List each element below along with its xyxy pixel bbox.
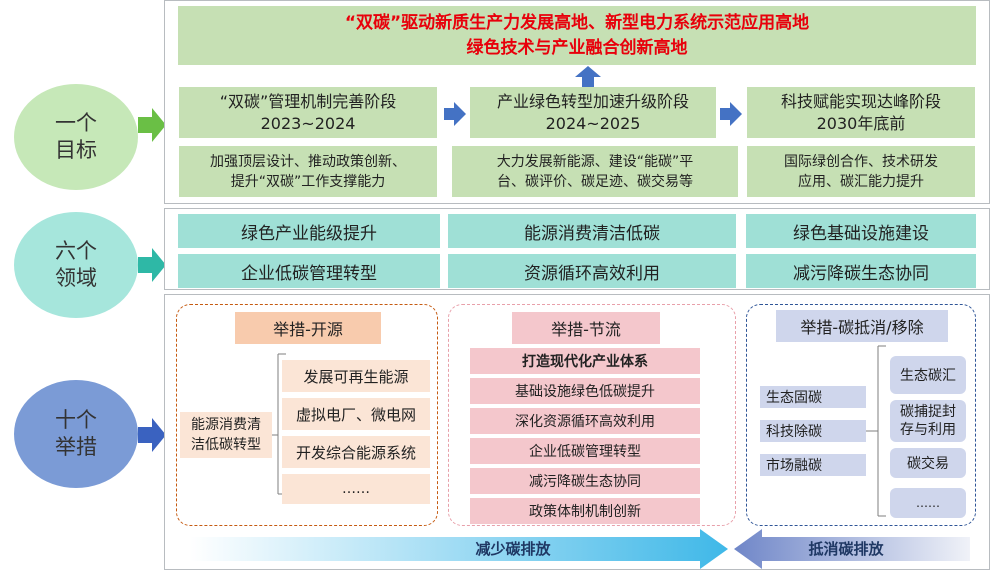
- domain-circle-line2: 领域: [55, 266, 97, 290]
- reduce-arrow: [190, 529, 728, 569]
- measure-circle-line2: 举措: [55, 435, 97, 459]
- domain-item-6: 减污降碳生态协同: [746, 254, 976, 288]
- stage-3-name: 科技赋能实现达峰阶段: [780, 91, 941, 111]
- open-item-1: 发展可再生能源: [282, 360, 430, 392]
- stage-3-desc-line2: 应用、碳汇能力提升: [798, 173, 924, 190]
- goal-arrow: [138, 108, 166, 142]
- measure-arrow: [138, 418, 166, 452]
- save-item-1: 打造现代化产业体系: [470, 348, 700, 374]
- stage-2-period: 2024~2025: [545, 113, 641, 133]
- save-item-6: 政策体制机制创新: [470, 498, 700, 524]
- stage-1-desc-line1: 加强顶层设计、推动政策创新、: [210, 153, 406, 170]
- offset-right-1-text: 生态碳汇: [900, 368, 956, 384]
- open-root-line2: 洁低碳转型: [191, 437, 261, 453]
- open-root-line1: 能源消费清: [191, 417, 261, 433]
- domain-circle: 六个 领域: [14, 212, 138, 318]
- save-item-2: 基础设施绿色低碳提升: [470, 378, 700, 404]
- offset-right-1: 生态碳汇: [890, 356, 966, 394]
- stage-3-desc-line1: 国际绿创合作、技术研发: [784, 153, 938, 170]
- offset-right-3-text: 碳交易: [907, 456, 949, 472]
- offset-right-4-text: ……: [916, 496, 940, 510]
- offset-right-2-line1: 碳捕捉封: [900, 404, 956, 420]
- open-group: [176, 304, 438, 526]
- open-item-2: 虚拟电厂、微电网: [282, 398, 430, 430]
- open-item-3: 开发综合能源系统: [282, 436, 430, 468]
- measure-circle-line1: 十个: [55, 408, 97, 432]
- offset-left-3: 市场融碳: [760, 454, 866, 476]
- stage-3-desc: 国际绿创合作、技术研发 应用、碳汇能力提升: [747, 146, 975, 197]
- open-item-4: ……: [282, 474, 430, 504]
- save-item-5: 减污降碳生态协同: [470, 468, 700, 494]
- stage-2-name: 产业绿色转型加速升级阶段: [496, 91, 689, 111]
- save-group: [448, 304, 736, 526]
- save-item-4: 企业低碳管理转型: [470, 438, 700, 464]
- save-title: 举措-节流: [512, 312, 660, 344]
- domain-item-2: 能源消费清洁低碳: [448, 214, 736, 248]
- offset-right-3: 碳交易: [890, 448, 966, 478]
- offset-right-2-line2: 存与利用: [900, 422, 956, 438]
- goal-title-box: “双碳”驱动新质生产力发展高地、新型电力系统示范应用高地 绿色技术与产业融合创新…: [178, 6, 976, 65]
- stage-1-desc: 加强顶层设计、推动政策创新、 提升“双碳”工作支撑能力: [179, 146, 437, 197]
- offset-left-2: 科技除碳: [760, 420, 866, 442]
- stage-2-desc-line2: 台、碳评价、碳足迹、碳交易等: [497, 173, 693, 190]
- stage-1: “双碳”管理机制完善阶段 2023~2024: [179, 87, 437, 138]
- stage-1-name: “双碳”管理机制完善阶段: [219, 91, 397, 111]
- domain-item-5: 资源循环高效利用: [448, 254, 736, 288]
- domain-circle-line1: 六个: [55, 239, 97, 263]
- stage-3: 科技赋能实现达峰阶段 2030年底前: [747, 87, 975, 138]
- offset-right-4: ……: [890, 488, 966, 518]
- goal-title-line1: “双碳”驱动新质生产力发展高地、新型电力系统示范应用高地: [344, 12, 810, 33]
- offset-label: 抵消碳排放: [808, 540, 884, 558]
- stage-2: 产业绿色转型加速升级阶段 2024~2025: [470, 87, 716, 138]
- offset-title: 举措-碳抵消/移除: [776, 310, 948, 342]
- goal-circle-line2: 目标: [55, 138, 97, 162]
- offset-right-2: 碳捕捉封 存与利用: [890, 400, 966, 442]
- open-title: 举措-开源: [235, 312, 381, 344]
- goal-circle: 一个 目标: [14, 84, 138, 190]
- open-root: 能源消费清 洁低碳转型: [180, 412, 272, 458]
- goal-title-line2: 绿色技术与产业融合创新高地: [466, 37, 688, 58]
- goal-circle-line1: 一个: [55, 111, 97, 135]
- stage-1-period: 2023~2024: [260, 113, 356, 133]
- stage-1-desc-line2: 提升“双碳”工作支撑能力: [230, 173, 386, 190]
- save-item-3: 深化资源循环高效利用: [470, 408, 700, 434]
- offset-arrow: [734, 529, 970, 569]
- stage-arrow-1: [444, 102, 466, 126]
- domain-item-3: 绿色基础设施建设: [746, 214, 976, 248]
- reduce-label: 减少碳排放: [475, 540, 551, 558]
- measure-circle: 十个 举措: [14, 380, 138, 488]
- stage-arrow-2: [720, 102, 742, 126]
- stage-2-desc-line1: 大力发展新能源、建设“能碳”平: [496, 153, 694, 170]
- stage-3-period: 2030年底前: [816, 113, 906, 133]
- offset-group: [746, 304, 976, 526]
- domain-item-4: 企业低碳管理转型: [178, 254, 440, 288]
- domain-item-1: 绿色产业能级提升: [178, 214, 440, 248]
- domain-arrow: [138, 248, 166, 282]
- offset-left-1: 生态固碳: [760, 386, 866, 408]
- up-arrow: [575, 66, 601, 88]
- stage-2-desc: 大力发展新能源、建设“能碳”平 台、碳评价、碳足迹、碳交易等: [452, 146, 738, 197]
